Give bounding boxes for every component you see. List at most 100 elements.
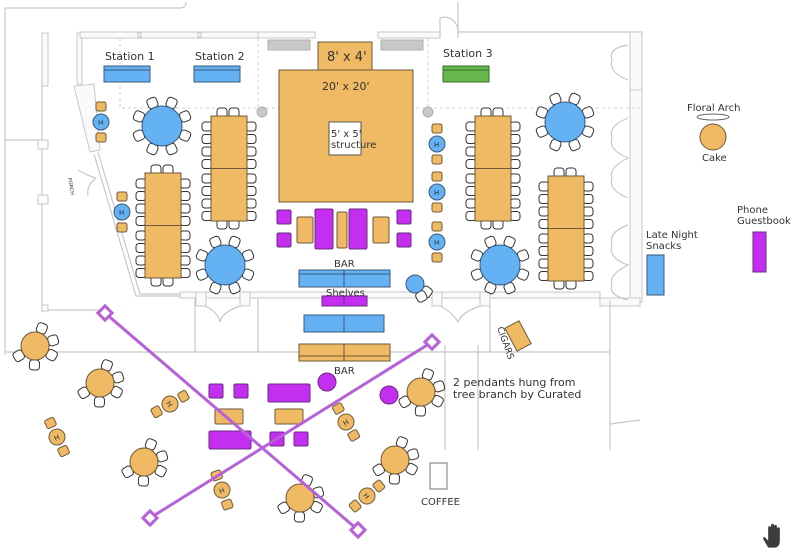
coffee-table[interactable] (296, 216, 314, 244)
stage-8x4-label: 8' x 4' (327, 50, 367, 65)
table-top (20, 331, 50, 361)
banquet-table[interactable] (135, 164, 191, 287)
branch-handle[interactable] (348, 520, 368, 540)
structure-5x5[interactable] (328, 121, 362, 156)
highboy-table[interactable]: H (113, 191, 131, 233)
chair (414, 405, 427, 417)
highboy-top (113, 203, 131, 221)
round-table[interactable] (12, 322, 60, 371)
round-table[interactable] (132, 96, 192, 156)
stool (95, 101, 107, 112)
highboy-table[interactable]: H (149, 387, 192, 421)
highboy-table[interactable]: H (208, 468, 237, 511)
lounge-seat[interactable] (233, 383, 249, 399)
coffee-label: COFFEE (421, 497, 460, 508)
coffee-table[interactable] (429, 462, 448, 490)
coffee-table[interactable] (274, 408, 304, 425)
lounge-seat[interactable] (348, 208, 368, 250)
highboy-top (358, 487, 376, 505)
table-top (380, 445, 410, 475)
dance-floor-label: 20' x 20' (322, 80, 370, 93)
round-table[interactable] (77, 359, 125, 408)
station-3-label: Station 3 (443, 47, 493, 60)
chair (388, 473, 401, 485)
highboy-table[interactable]: H (428, 171, 446, 213)
round-table[interactable] (277, 474, 325, 523)
station-2[interactable] (193, 65, 241, 83)
chair (293, 511, 306, 523)
bar-outside[interactable] (298, 343, 391, 362)
stool (431, 252, 443, 263)
stool (57, 445, 70, 458)
highboy-label: H (361, 492, 371, 501)
lounge-seat[interactable] (396, 232, 412, 248)
table-top (406, 377, 436, 407)
stool (347, 429, 361, 442)
highboy-label: H (119, 209, 124, 217)
round-table[interactable] (195, 235, 255, 295)
stage-8x4[interactable] (317, 41, 373, 71)
station-1[interactable] (103, 65, 151, 83)
lounge-seat[interactable] (396, 209, 412, 225)
round-table[interactable] (372, 436, 420, 485)
structure-label-line1: 5' x 5' (331, 129, 362, 140)
table-top (479, 244, 521, 286)
hand-pan-icon[interactable] (760, 522, 788, 550)
lounge-seat[interactable] (314, 208, 334, 250)
branch-handle[interactable] (422, 332, 442, 352)
coffee-table[interactable] (336, 211, 348, 249)
lounge-seat[interactable] (293, 431, 309, 447)
highboy-table[interactable]: H (92, 101, 110, 143)
shelves[interactable] (321, 295, 368, 307)
highboy-label: H (53, 433, 61, 442)
chair (93, 396, 106, 408)
late-night-snacks-table[interactable] (646, 254, 665, 296)
round-table[interactable] (405, 274, 434, 303)
lounge-seat[interactable] (276, 232, 292, 248)
pendant-2[interactable] (379, 385, 399, 405)
highboy-table[interactable]: H (329, 401, 363, 444)
highboy-top (48, 428, 66, 446)
branch-handle[interactable] (95, 303, 115, 323)
coffee-table[interactable] (372, 216, 390, 244)
banquet-table[interactable] (465, 107, 521, 230)
round-table[interactable] (398, 368, 446, 417)
stool (348, 499, 362, 513)
stool (116, 191, 128, 202)
highboy-label: H (434, 189, 439, 197)
banquet-table[interactable] (201, 107, 257, 230)
tree-branch[interactable] (104, 311, 359, 532)
tree-branch[interactable] (149, 340, 433, 520)
round-table[interactable] (121, 438, 169, 487)
phone-label-line2: Guestbook (737, 216, 791, 227)
lounge-seat[interactable] (208, 383, 224, 399)
highboy-table[interactable]: H (428, 221, 446, 263)
lounge-seat[interactable] (276, 209, 292, 225)
banquet-table[interactable] (538, 167, 594, 290)
round-table[interactable] (535, 92, 595, 152)
bar-inside[interactable] (298, 269, 391, 288)
lounge-seat[interactable] (267, 383, 311, 403)
highboy-table[interactable]: H (428, 123, 446, 165)
station-1-label: Station 1 (105, 50, 155, 63)
stool (331, 402, 345, 415)
round-table[interactable] (470, 235, 530, 295)
phone-guestbook[interactable] (752, 231, 767, 273)
stool (431, 202, 443, 213)
cake-table[interactable] (699, 123, 727, 151)
floral-arch[interactable] (696, 113, 730, 121)
bar-back[interactable] (303, 314, 385, 333)
branch-handle[interactable] (140, 508, 160, 528)
highboy-table[interactable]: H (41, 415, 72, 458)
station-3[interactable] (442, 65, 490, 83)
shelves-label: Shelves (326, 288, 365, 299)
chair (28, 359, 41, 371)
highboy-top (428, 183, 446, 201)
pendant-1[interactable] (317, 372, 337, 392)
cigars-table[interactable] (504, 320, 532, 352)
stool (372, 479, 386, 493)
table-top (129, 447, 159, 477)
station-2-label: Station 2 (195, 50, 245, 63)
highboy-table[interactable]: H (347, 477, 388, 515)
